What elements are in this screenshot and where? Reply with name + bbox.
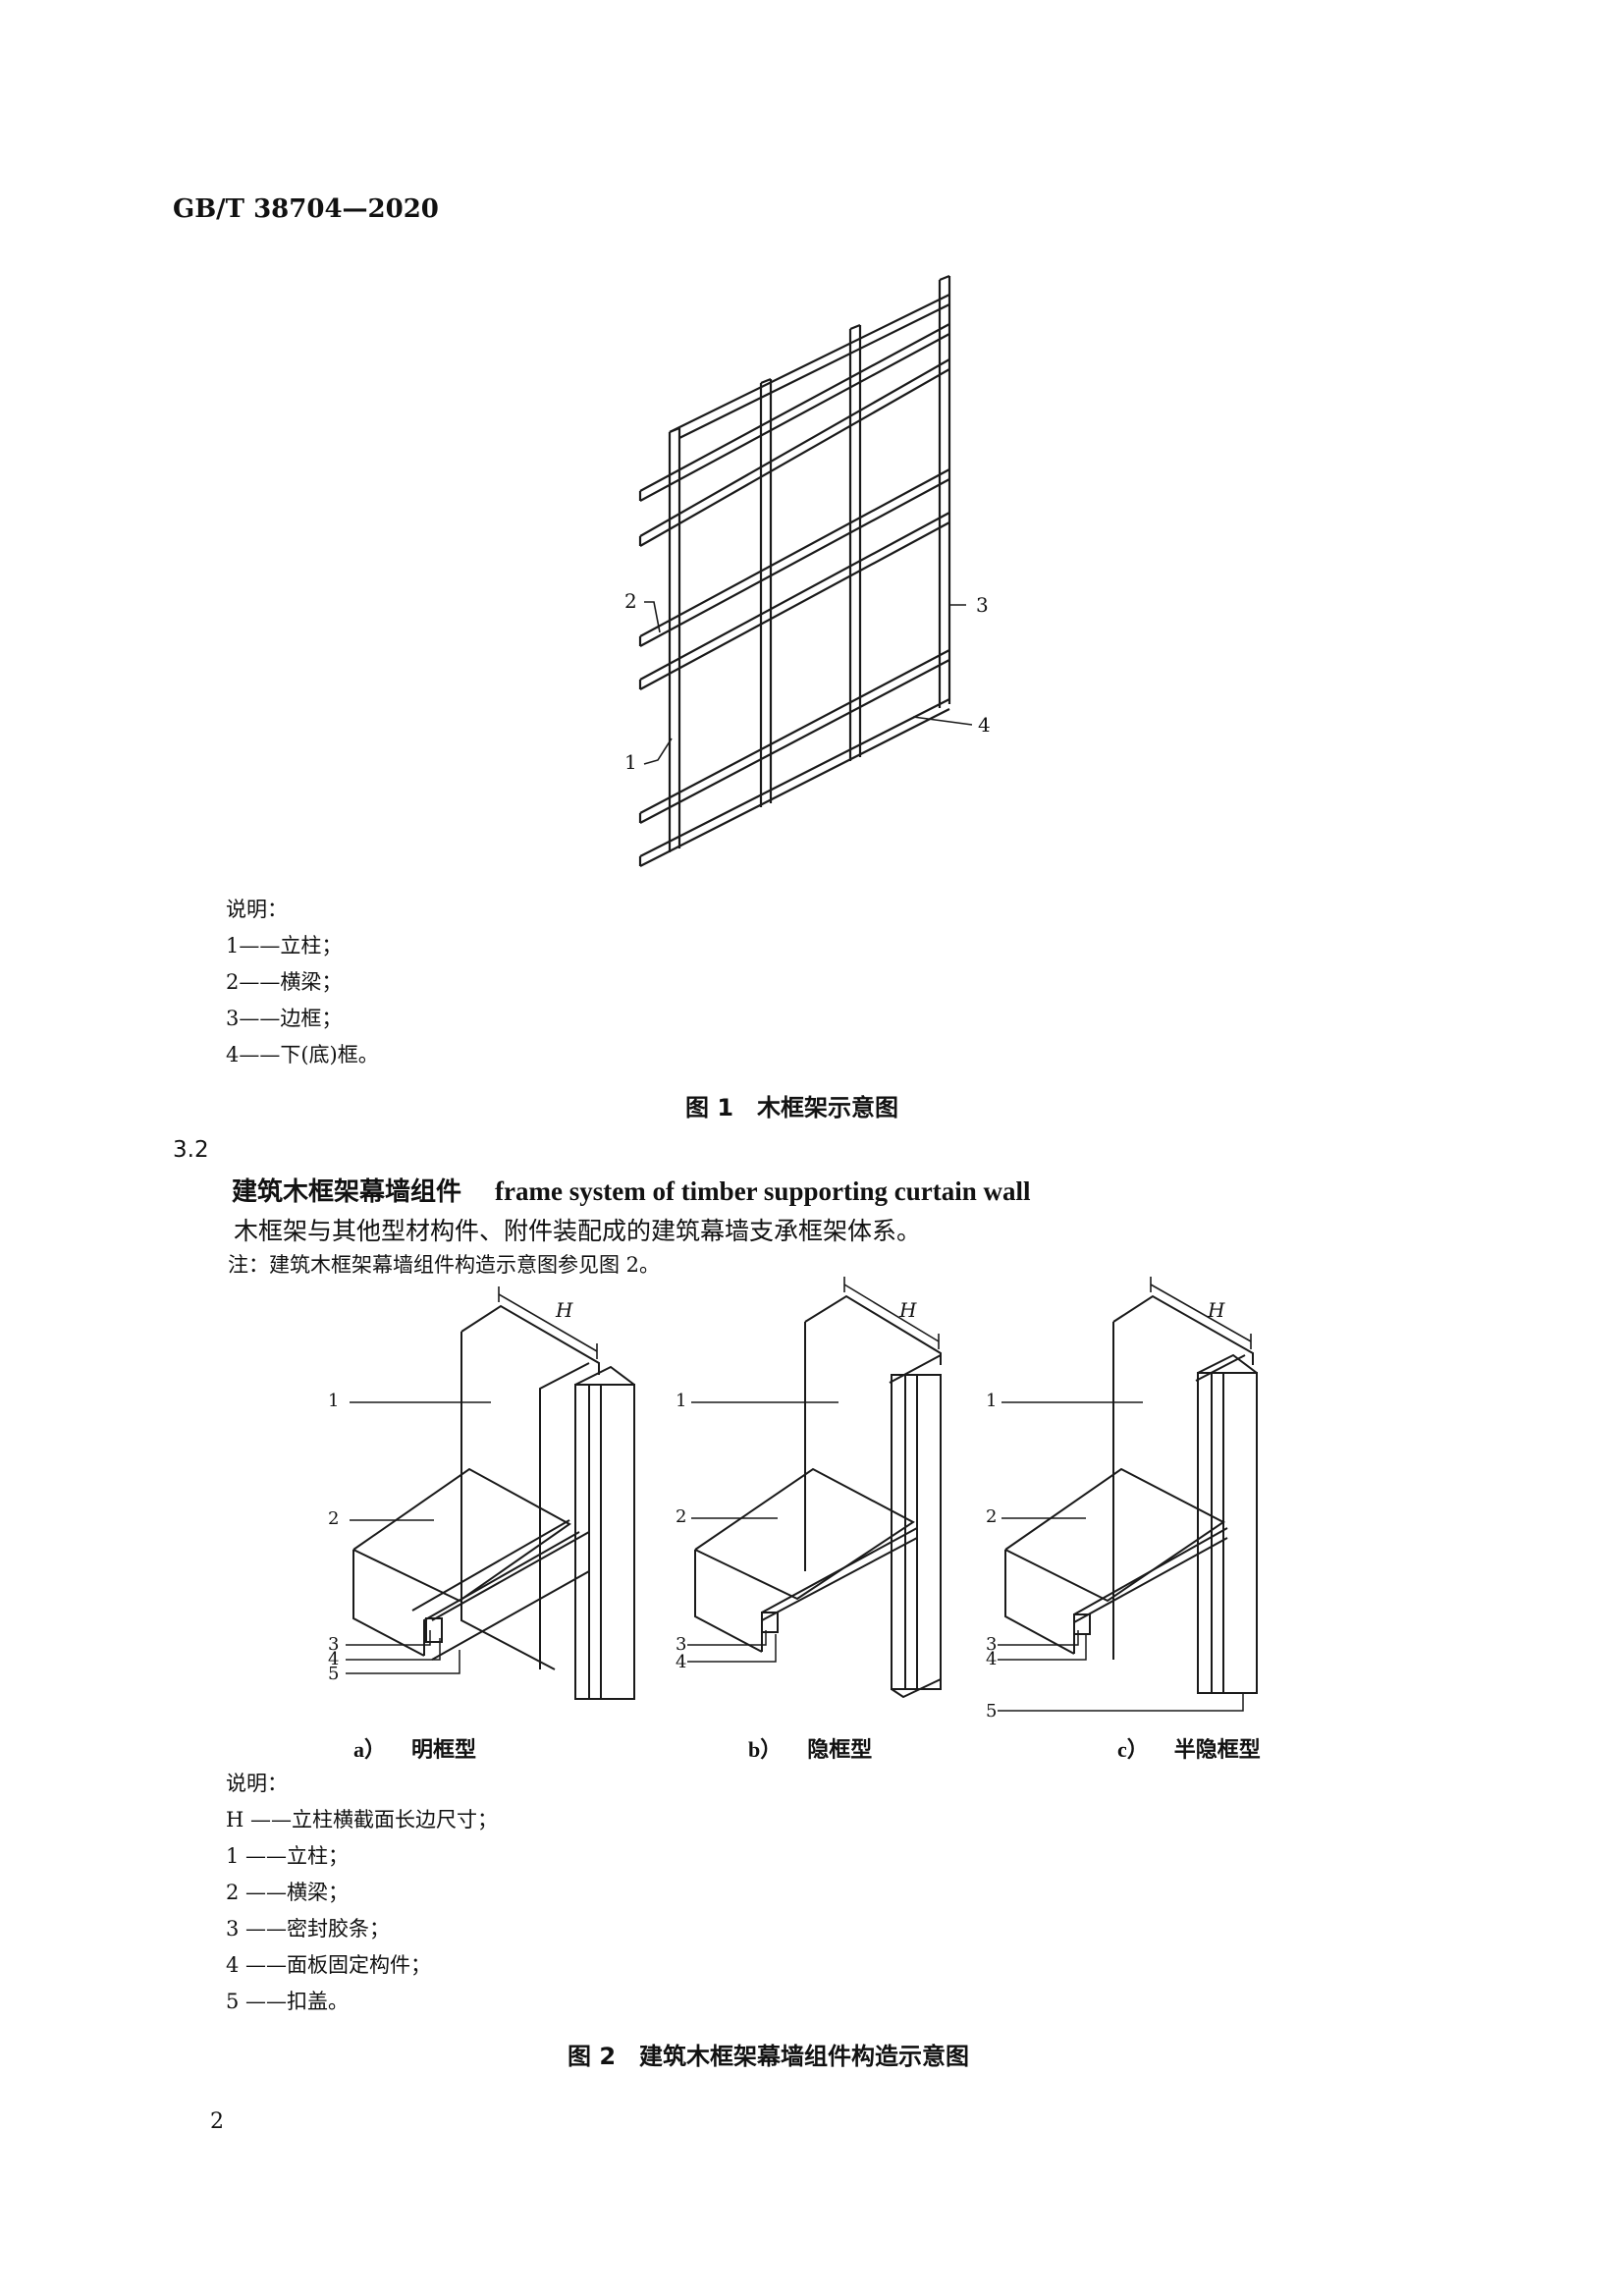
fig1-label-1: 1 xyxy=(624,750,637,774)
legend-item: 3 ——密封胶条； xyxy=(226,1917,391,1941)
page-number: 2 xyxy=(210,2109,224,2134)
post-mid2 xyxy=(848,323,862,761)
definition: 木框架与其他型材构件、附件装配成的建筑幕墙支承框架体系。 xyxy=(234,1217,922,1245)
fig2b-callout-4: 4 xyxy=(676,1652,687,1672)
fig2c-callout-4: 4 xyxy=(986,1649,998,1669)
legend-title: 说明： xyxy=(226,898,288,921)
subcaption-a: a） 明框型 xyxy=(353,1732,476,1764)
legend-item: 5 ——扣盖。 xyxy=(226,1990,350,2013)
legend-item: 2——横梁； xyxy=(226,970,343,994)
fig2c-callout-1: 1 xyxy=(986,1391,998,1411)
fig2a-callout-3: 3 xyxy=(328,1634,340,1655)
term-cn: 建筑木框架幕墙组件 xyxy=(232,1177,462,1207)
subcaption-letter: a） xyxy=(353,1737,387,1762)
legend-item: H ——立柱横截面长边尺寸； xyxy=(226,1808,498,1831)
dim-label-a: H xyxy=(556,1298,573,1322)
dim-label-c: H xyxy=(1208,1298,1225,1322)
dim-label-b: H xyxy=(899,1298,917,1322)
fig2a-callout-2: 2 xyxy=(328,1508,340,1529)
fig1-label-3: 3 xyxy=(976,593,989,617)
legend-item: 4 ——面板固定构件； xyxy=(226,1953,432,1977)
fig2b-callout-2: 2 xyxy=(676,1506,687,1527)
fig2a-callout-5: 5 xyxy=(328,1664,340,1684)
term-en: frame system of timber supporting curtai… xyxy=(495,1176,1031,1206)
fig2a-callout-4: 4 xyxy=(328,1649,340,1669)
standard-code: GB/T 38704—2020 xyxy=(173,194,439,224)
note: 注：建筑木框架幕墙组件构造示意图参见图 2。 xyxy=(228,1253,661,1277)
subcaption-letter: c） xyxy=(1117,1737,1149,1762)
beams xyxy=(638,294,950,867)
figure2-legend: 说明： H ——立柱横截面长边尺寸； 1 ——立柱； 2 ——横梁； 3 ——密… xyxy=(226,1766,498,2020)
fig2b-callout-3: 3 xyxy=(676,1634,687,1655)
legend-item: 3——边框； xyxy=(226,1007,343,1030)
fig2c-callout-5: 5 xyxy=(986,1701,998,1722)
legend-item: 2 ——横梁； xyxy=(226,1881,350,1904)
legend-item: 1——立柱； xyxy=(226,934,343,957)
post-right xyxy=(938,274,951,708)
section-number: 3.2 xyxy=(173,1137,209,1163)
legend-item: 4——下(底)框。 xyxy=(226,1043,379,1066)
figure1-caption: 图 1 木框架示意图 xyxy=(685,1094,899,1121)
figure2-caption: 图 2 建筑木框架幕墙组件构造示意图 xyxy=(568,2043,970,2070)
fig2c-callout-2: 2 xyxy=(986,1506,998,1527)
figure1-legend: 说明： 1——立柱； 2——横梁； 3——边框； 4——下(底)框。 xyxy=(226,892,379,1073)
fig2a-callout-1: 1 xyxy=(328,1391,340,1411)
subcaption-text: 半隐框型 xyxy=(1173,1738,1261,1763)
subcaption-text: 隐框型 xyxy=(807,1738,873,1763)
subcaption-c: c） 半隐框型 xyxy=(1117,1732,1261,1764)
fig2c-callout-3: 3 xyxy=(986,1634,998,1655)
subcaption-text: 明框型 xyxy=(411,1738,477,1763)
legend-item: 1 ——立柱； xyxy=(226,1844,350,1868)
post-mid1 xyxy=(759,377,773,807)
fig2c xyxy=(1004,1294,1258,1694)
dimension-lines xyxy=(498,1277,1252,1359)
fig1-label-4: 4 xyxy=(978,713,991,737)
fig2b-callout-1: 1 xyxy=(676,1391,687,1411)
fig1-label-2: 2 xyxy=(624,589,637,613)
term-heading: 建筑木框架幕墙组件 frame system of timber supporti… xyxy=(232,1172,1030,1208)
subcaption-b: b） 隐框型 xyxy=(748,1732,872,1764)
subcaption-letter: b） xyxy=(748,1737,783,1762)
fig2a xyxy=(352,1304,635,1700)
fig2b xyxy=(694,1294,942,1699)
legend-title: 说明： xyxy=(226,1772,288,1795)
